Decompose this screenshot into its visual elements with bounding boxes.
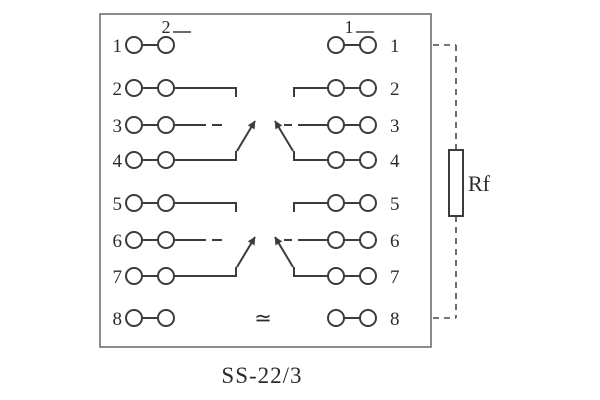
terminal-pair-left-4 (125, 151, 175, 169)
pin-group-label-right: 1 (345, 17, 354, 37)
terminal-number-right-8: 8 (390, 309, 400, 330)
contact-blade-upper-right (274, 120, 294, 152)
terminal-pair-left-2 (125, 79, 175, 97)
terminal-number-left-5: 5 (113, 194, 123, 215)
terminal-pair-left-5 (125, 194, 175, 212)
resistor-label: Rf (468, 171, 491, 196)
contact-wires-upper-right (284, 87, 328, 161)
terminal-pair-left-8 (125, 309, 175, 327)
terminal-pair-left-3 (125, 116, 175, 134)
contact-wires-lower-left (174, 202, 237, 277)
terminal-number-right-7: 7 (390, 267, 400, 288)
terminal-number-right-2: 2 (390, 79, 400, 100)
terminal-number-left-8: 8 (113, 309, 123, 330)
terminal-number-right-4: 4 (390, 151, 400, 172)
terminal-number-right-1: 1 (390, 36, 400, 57)
resistor-symbol (448, 149, 464, 217)
contact-wires-lower-right (284, 202, 328, 277)
terminal-number-left-1: 1 (113, 36, 123, 57)
terminal-pair-right-1 (327, 36, 377, 54)
contact-blade-lower-right (274, 236, 294, 268)
terminal-pair-right-4 (327, 151, 377, 169)
terminal-number-right-5: 5 (390, 194, 400, 215)
terminal-pair-right-8 (327, 309, 377, 327)
pin-group-label-left: 2 (162, 17, 171, 37)
ac-dc-symbol: ≃ (254, 306, 272, 330)
relay-outline (99, 13, 432, 348)
contact-blade-lower-left (236, 236, 256, 268)
contact-wires-upper-left (174, 87, 237, 161)
terminal-pair-left-1 (125, 36, 175, 54)
terminal-number-left-7: 7 (113, 267, 123, 288)
diagram-title: SS-22/3 (221, 363, 302, 388)
terminal-pair-right-6 (327, 231, 377, 249)
terminal-pair-right-3 (327, 116, 377, 134)
terminal-number-left-4: 4 (113, 151, 123, 172)
terminal-number-right-3: 3 (390, 116, 400, 137)
terminal-pair-left-6 (125, 231, 175, 249)
terminal-number-left-3: 3 (113, 116, 123, 137)
terminal-number-right-6: 6 (390, 231, 400, 252)
terminal-pair-left-7 (125, 267, 175, 285)
external-circuit-dashed-wire (433, 44, 457, 319)
terminal-number-left-2: 2 (113, 79, 123, 100)
contact-blade-upper-left (236, 120, 256, 152)
terminal-pair-right-2 (327, 79, 377, 97)
terminal-pair-right-7 (327, 267, 377, 285)
terminal-number-left-6: 6 (113, 231, 123, 252)
terminal-pair-right-5 (327, 194, 377, 212)
